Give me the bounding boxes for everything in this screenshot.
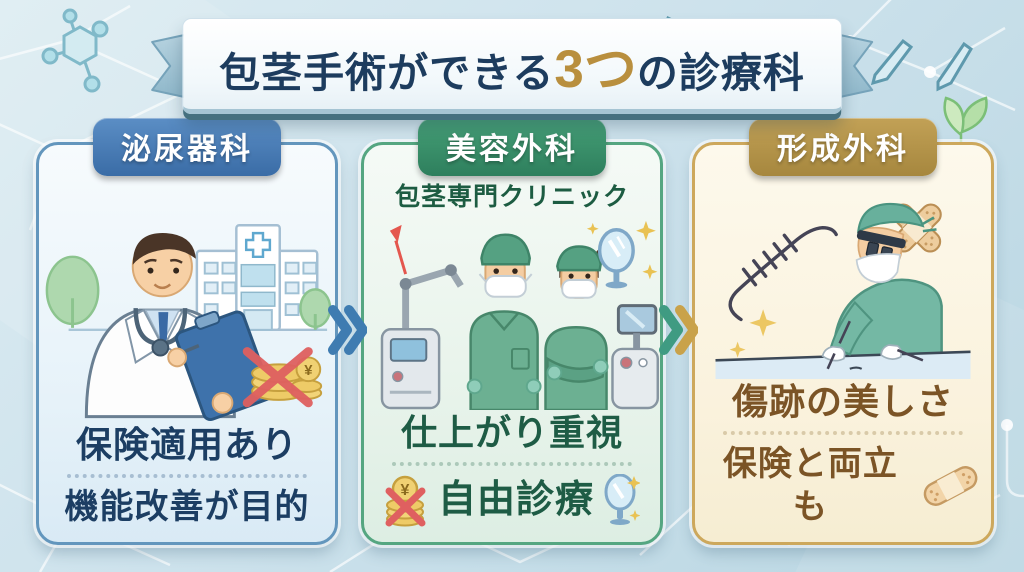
yen-symbol: ¥ (304, 363, 313, 379)
cross-out-x-icon (385, 487, 426, 527)
benefit-insurance-applies: 保険適用あり (75, 423, 298, 465)
benefit-functional-improvement: 機能改善が目的 (64, 487, 310, 526)
dotted-divider (723, 431, 963, 435)
double-chevron-right-icon (659, 305, 698, 355)
hospital-building-icon (68, 224, 328, 332)
sparkle-icons (729, 309, 777, 358)
panel-plastic-surgery: 形成外科 (692, 118, 994, 545)
coins-crossed-icon: ¥ (385, 475, 426, 527)
plastic-surgery-illustration (715, 202, 971, 379)
badge-urology: 泌尿器科 (93, 118, 281, 176)
dotted-divider (392, 462, 632, 466)
operating-surgeon-illustration (715, 202, 971, 379)
title-text-pre: 包茎手術ができる (219, 50, 555, 96)
benefit-private-care: 自由診療 (437, 479, 594, 522)
clipboard-icon (175, 310, 273, 422)
doctor-illustration (84, 233, 273, 422)
urology-illustration: ¥ (45, 224, 332, 422)
hand-mirror-icon (604, 474, 640, 525)
female-surgeon-illustration (544, 245, 611, 410)
yen-symbol: ¥ (401, 482, 410, 499)
suture-thread-icon (728, 225, 838, 322)
dotted-divider (67, 473, 307, 478)
panel-urology: 泌尿器科 (36, 118, 338, 545)
title-banner: 包茎手術ができる3つの診療科 (144, 18, 880, 114)
coins-crossed-icon: ¥ (242, 347, 323, 408)
double-chevron-right-icon (328, 305, 367, 355)
benefit-scar-beauty: 傷跡の美しさ (731, 381, 954, 422)
monitor-device-icon (611, 304, 660, 410)
title-text-post: の診療科 (636, 50, 805, 96)
badge-cosmetic-surgery: 美容外科 (418, 118, 606, 176)
adhesive-bandage-icon (923, 465, 978, 506)
benefit-insurance-compatible: 保険と両立も (722, 445, 898, 526)
cross-out-x-icon (242, 347, 313, 408)
clinic-subtitle: 包茎専門クリニック (394, 183, 629, 211)
benefit-finish-quality: 仕上がり重視 (400, 412, 623, 453)
cosmetic-caption: 仕上がり重視 ¥ 自由診療 (364, 410, 660, 542)
cosmetic-surgery-illustration (380, 220, 660, 410)
tree-icons (45, 255, 332, 330)
panel-cosmetic-surgery: 美容外科 包茎専門クリニック (361, 118, 663, 545)
sparkle-icons (586, 220, 658, 280)
title-box: 包茎手術ができる3つの診療科 (182, 18, 842, 114)
plastic-caption: 傷跡の美しさ 保険と両立も (695, 379, 991, 542)
badge-plastic-surgery: 形成外科 (749, 118, 937, 176)
hand-mirror-icon (597, 228, 635, 289)
title-text-highlight: 3つ (554, 40, 637, 99)
urology-caption: 保険適用あり 機能改善が目的 (39, 422, 335, 543)
laser-machine-icon (380, 224, 464, 410)
male-surgeon-illustration (466, 233, 542, 410)
molecule-icon (41, 8, 109, 93)
